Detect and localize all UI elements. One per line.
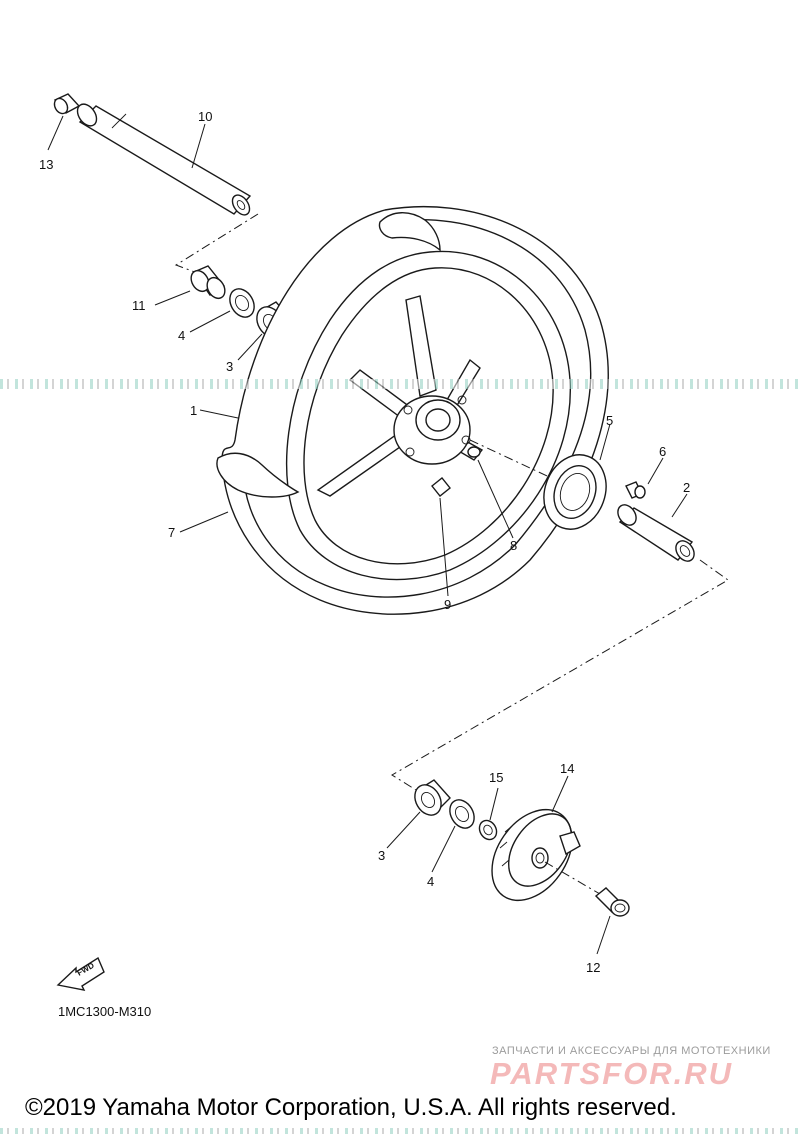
part-14-gear-unit <box>491 808 581 902</box>
copyright-notice: ©2019 Yamaha Motor Corporation, U.S.A. A… <box>25 1094 677 1121</box>
leader-lines <box>47 115 688 955</box>
callout-9: 9 <box>444 597 451 612</box>
part-5-cover <box>543 454 607 530</box>
part-9-valve <box>431 477 451 497</box>
part-2-spacer <box>617 504 695 562</box>
callout-6: 6 <box>659 444 666 459</box>
callout-13: 13 <box>39 157 53 172</box>
part-3-bearing-lower <box>414 779 451 816</box>
watermark-logo: PARTSFOR.RU <box>490 1056 734 1091</box>
part-11-collar <box>190 265 226 300</box>
part-6-bolt <box>625 481 646 499</box>
watermark-subtitle: ЗАПЧАСТИ И АКСЕССУАРЫ ДЛЯ МОТОТЕХНИКИ <box>492 1045 771 1057</box>
callout-12: 12 <box>586 960 600 975</box>
scan-artifact-band-bottom <box>0 1128 800 1134</box>
callout-1: 1 <box>190 403 197 418</box>
part-1-wheel <box>216 206 609 615</box>
callout-3-lower: 3 <box>378 848 385 863</box>
alignment-line-hub <box>469 439 561 483</box>
callout-11: 11 <box>132 298 146 313</box>
part-8-nut <box>467 446 481 458</box>
callout-15: 15 <box>489 770 503 785</box>
callout-5: 5 <box>606 413 613 428</box>
drawing-code: 1MC1300-M310 <box>58 1004 152 1019</box>
callout-14: 14 <box>560 761 574 776</box>
callout-3-upper: 3 <box>226 359 233 374</box>
alignment-line-upper <box>174 213 259 275</box>
part-4-seal-lower <box>449 799 475 829</box>
part-12-bolt <box>594 887 630 917</box>
callout-10: 10 <box>198 109 212 124</box>
callout-2: 2 <box>683 480 690 495</box>
fwd-arrow-icon: FWD <box>56 956 105 991</box>
callout-4-upper: 4 <box>178 328 185 343</box>
alignment-line-lower <box>391 559 729 791</box>
part-15-ring <box>478 819 498 841</box>
part-10-axle <box>76 103 252 216</box>
callout-4-lower: 4 <box>427 874 434 889</box>
scan-artifact-band <box>0 379 800 389</box>
part-4-seal-upper <box>229 288 255 318</box>
callout-8: 8 <box>510 538 517 553</box>
part-13-collar <box>53 93 81 115</box>
callout-7: 7 <box>168 525 175 540</box>
